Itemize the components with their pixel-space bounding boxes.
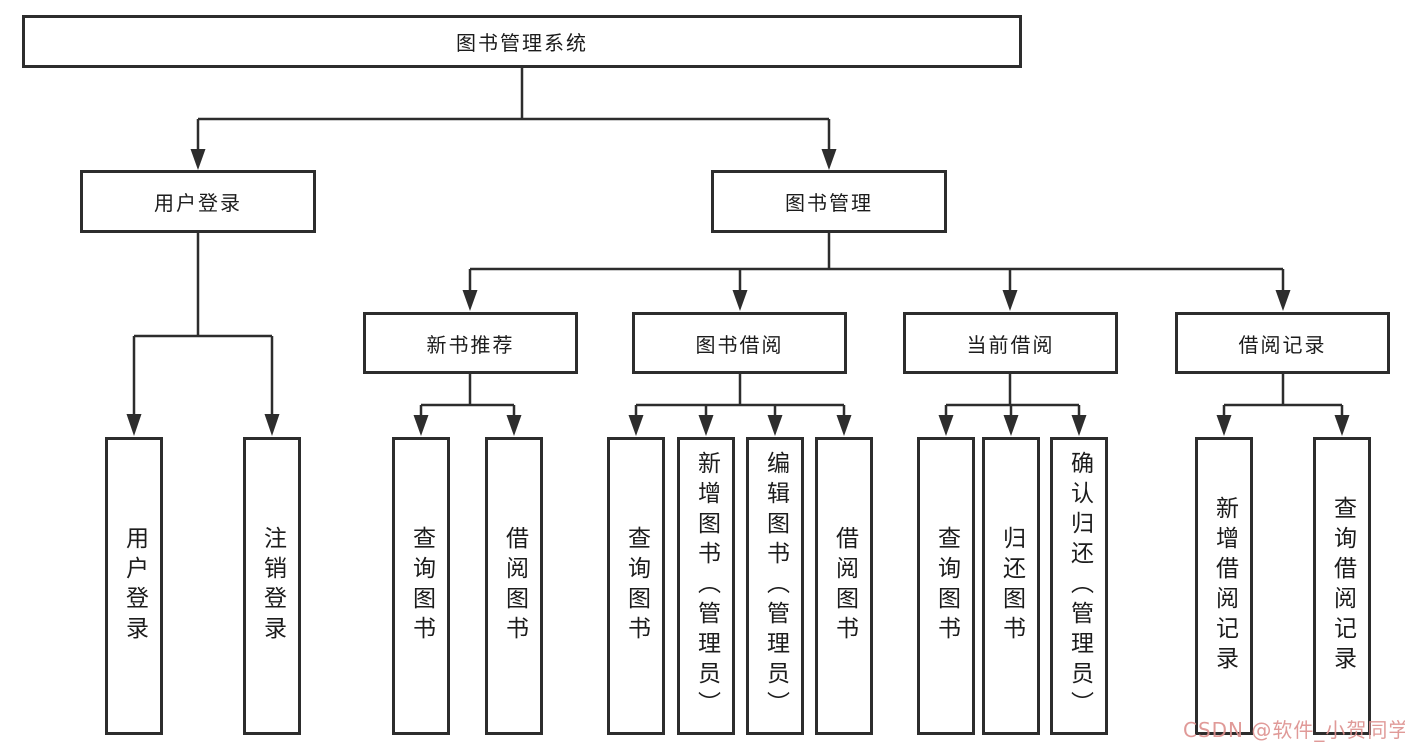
leaf-recommend-query-books-label: 查询图书 bbox=[408, 526, 435, 646]
leaf-records-add-record-label: 新增借阅记录 bbox=[1211, 496, 1238, 676]
leaf-user-login-label: 用户登录 bbox=[121, 526, 148, 646]
node-book-borrow: 图书借阅 bbox=[632, 312, 847, 374]
node-borrow-records-label: 借阅记录 bbox=[1238, 332, 1327, 357]
leaf-borrow-edit-books-admin: 编辑图书（管理员） bbox=[746, 437, 804, 735]
leaf-borrow-add-books-admin-label: 新增图书（管理员） bbox=[693, 451, 720, 721]
leaf-borrow-edit-books-admin-label: 编辑图书（管理员） bbox=[762, 451, 789, 721]
leaf-current-query-books-label: 查询图书 bbox=[933, 526, 960, 646]
node-root: 图书管理系统 bbox=[22, 15, 1022, 68]
leaf-current-query-books: 查询图书 bbox=[917, 437, 975, 735]
leaf-recommend-borrow-books-label: 借阅图书 bbox=[501, 526, 528, 646]
node-borrow-records: 借阅记录 bbox=[1175, 312, 1390, 374]
leaf-current-return-books-label: 归还图书 bbox=[998, 526, 1025, 646]
leaf-current-confirm-return-admin: 确认归还（管理员） bbox=[1050, 437, 1108, 735]
leaf-logout-label: 注销登录 bbox=[259, 526, 286, 646]
leaf-borrow-borrow-books: 借阅图书 bbox=[815, 437, 873, 735]
leaf-records-query-record: 查询借阅记录 bbox=[1313, 437, 1371, 735]
leaf-user-login: 用户登录 bbox=[105, 437, 163, 735]
leaf-borrow-query-books-label: 查询图书 bbox=[623, 526, 650, 646]
node-book-management: 图书管理 bbox=[711, 170, 947, 233]
leaf-logout: 注销登录 bbox=[243, 437, 301, 735]
leaf-borrow-query-books: 查询图书 bbox=[607, 437, 665, 735]
leaf-recommend-query-books: 查询图书 bbox=[392, 437, 450, 735]
leaf-borrow-borrow-books-label: 借阅图书 bbox=[831, 526, 858, 646]
node-book-management-label: 图书管理 bbox=[785, 191, 873, 215]
leaf-current-return-books: 归还图书 bbox=[982, 437, 1040, 735]
node-current-borrow-label: 当前借阅 bbox=[966, 332, 1055, 357]
csdn-watermark: CSDN @软件_小贺同学 bbox=[1183, 718, 1405, 742]
leaf-borrow-add-books-admin: 新增图书（管理员） bbox=[677, 437, 735, 735]
node-current-borrow: 当前借阅 bbox=[903, 312, 1118, 374]
leaf-records-add-record: 新增借阅记录 bbox=[1195, 437, 1253, 735]
node-new-book-recommend-label: 新书推荐 bbox=[426, 332, 515, 357]
node-user-login-label: 用户登录 bbox=[154, 191, 242, 215]
leaf-records-query-record-label: 查询借阅记录 bbox=[1329, 496, 1356, 676]
node-book-borrow-label: 图书借阅 bbox=[695, 332, 784, 357]
node-new-book-recommend: 新书推荐 bbox=[363, 312, 578, 374]
node-user-login: 用户登录 bbox=[80, 170, 316, 233]
leaf-recommend-borrow-books: 借阅图书 bbox=[485, 437, 543, 735]
node-root-label: 图书管理系统 bbox=[456, 31, 588, 55]
leaf-current-confirm-return-admin-label: 确认归还（管理员） bbox=[1066, 451, 1093, 721]
